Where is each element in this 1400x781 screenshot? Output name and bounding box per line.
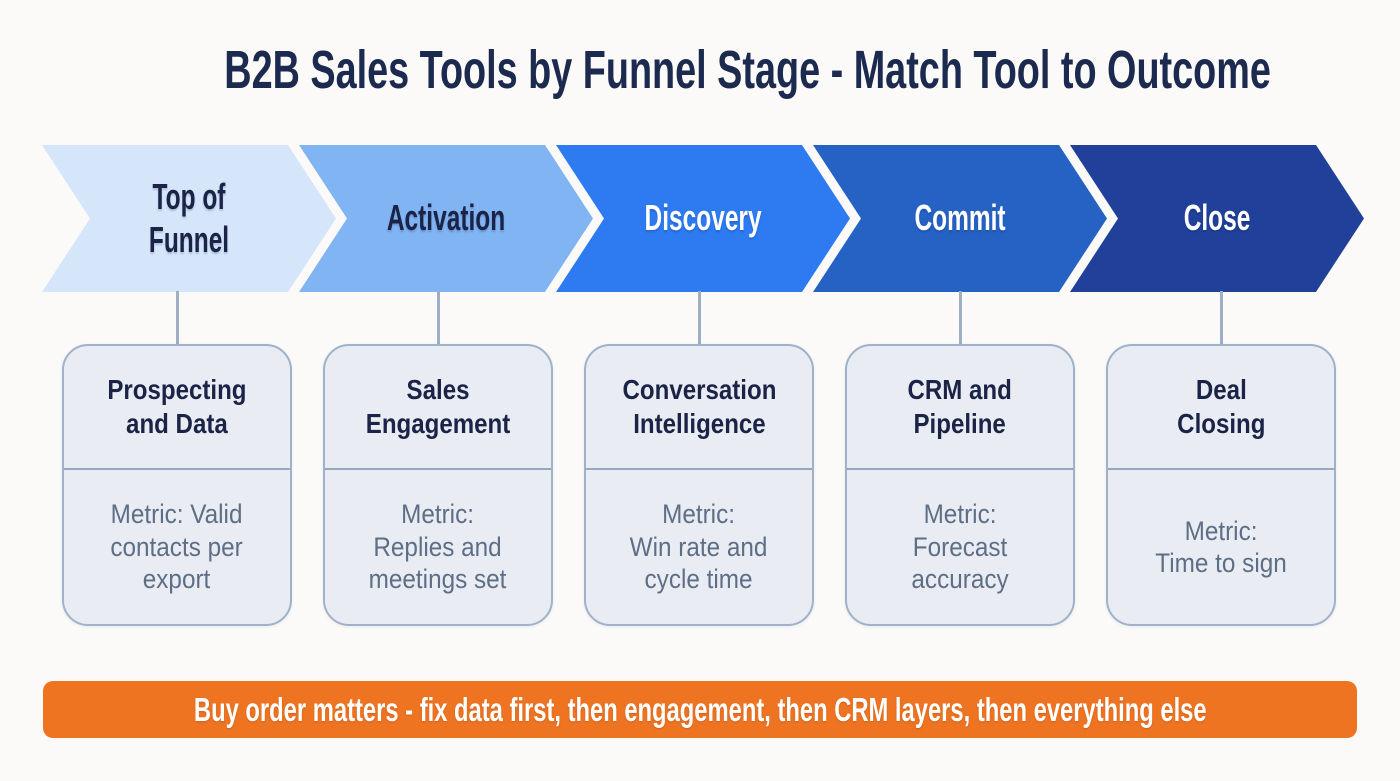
card-body: Metric: Forecast accuracy <box>847 470 1073 624</box>
card-header: Sales Engagement <box>325 346 551 468</box>
card-body: Metric: Valid contacts per export <box>64 470 290 624</box>
stage-label: Top of Funnel <box>148 176 230 260</box>
stage-label: Commit <box>914 197 1006 239</box>
card-divider <box>64 468 290 470</box>
connector-line <box>1219 291 1223 345</box>
card-metric: Metric: Forecast accuracy <box>911 499 1009 595</box>
card-title: Prospecting and Data <box>107 373 247 439</box>
card-header: Prospecting and Data <box>64 346 290 468</box>
card-sales-engagement: Sales Engagement Metric: Replies and mee… <box>323 344 553 626</box>
card-title: Deal Closing <box>1176 373 1266 439</box>
stage-label: Activation <box>386 197 506 239</box>
connector-line <box>175 291 179 345</box>
card-title: Sales Engagement <box>365 373 511 439</box>
stage-arrow-discovery: Discovery <box>556 145 850 292</box>
card-metric: Metric: Time to sign <box>1155 515 1287 578</box>
card-prospecting-and-data: Prospecting and Data Metric: Valid conta… <box>62 344 292 626</box>
card-deal-closing: Deal Closing Metric: Time to sign <box>1106 344 1336 626</box>
page-title: B2B Sales Tools by Funnel Stage - Match … <box>0 42 1400 99</box>
funnel-stage-row: Top of Funnel Activation Discovery Commi… <box>42 145 1364 292</box>
card-metric: Metric: Replies and meetings set <box>369 499 507 595</box>
stage-arrow-activation: Activation <box>299 145 593 292</box>
card-metric: Metric: Win rate and cycle time <box>630 499 768 595</box>
card-body: Metric: Replies and meetings set <box>325 470 551 624</box>
card-divider <box>1108 468 1334 470</box>
stage-label: Discovery <box>644 197 762 239</box>
card-header: Conversation Intelligence <box>586 346 812 468</box>
card-divider <box>847 468 1073 470</box>
buy-order-banner: Buy order matters - fix data first, then… <box>43 681 1357 738</box>
stage-arrow-commit: Commit <box>813 145 1107 292</box>
buy-order-banner-text: Buy order matters - fix data first, then… <box>193 690 1207 728</box>
stage-label: Close <box>1183 197 1251 239</box>
card-divider <box>325 468 551 470</box>
card-metric: Metric: Valid contacts per export <box>110 499 244 595</box>
card-title: CRM and Pipeline <box>907 373 1013 439</box>
stage-arrow-top-of-funnel: Top of Funnel <box>42 145 336 292</box>
card-title: Conversation Intelligence <box>622 373 776 439</box>
card-conversation-intelligence: Conversation Intelligence Metric: Win ra… <box>584 344 814 626</box>
card-crm-and-pipeline: CRM and Pipeline Metric: Forecast accura… <box>845 344 1075 626</box>
connector-line <box>697 291 701 345</box>
card-divider <box>586 468 812 470</box>
connector-line <box>436 291 440 345</box>
card-header: CRM and Pipeline <box>847 346 1073 468</box>
page-title-text: B2B Sales Tools by Funnel Stage - Match … <box>224 40 1271 100</box>
card-body: Metric: Win rate and cycle time <box>586 470 812 624</box>
stage-arrow-close: Close <box>1070 145 1364 292</box>
card-body: Metric: Time to sign <box>1108 470 1334 624</box>
card-header: Deal Closing <box>1108 346 1334 468</box>
connector-line <box>958 291 962 345</box>
